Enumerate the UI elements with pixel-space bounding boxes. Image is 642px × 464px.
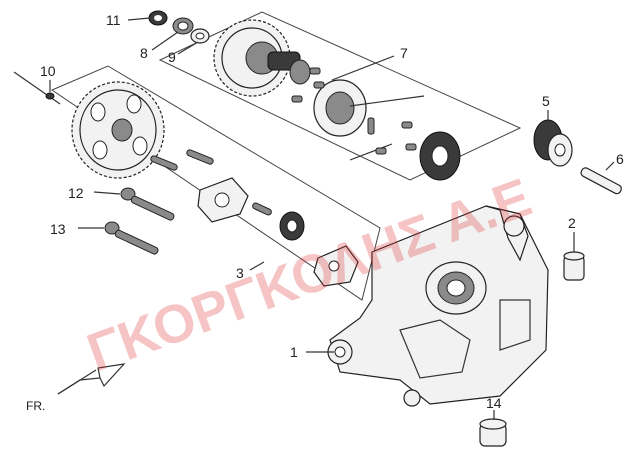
driven-gear [71, 81, 165, 179]
label-3: 3 [236, 265, 244, 281]
label-14: 14 [486, 395, 502, 411]
label-5: 5 [542, 93, 550, 109]
label-1: 1 [290, 344, 298, 360]
bolt-13 [104, 221, 159, 255]
leader-11 [127, 17, 151, 21]
shaft-6 [580, 167, 622, 195]
crankcase-1 [327, 205, 549, 407]
direction-label: FR. [26, 399, 45, 413]
label-9: 9 [168, 49, 176, 65]
assembly-box-7 [158, 11, 522, 181]
leader-7 [331, 55, 395, 81]
label-12: 12 [68, 185, 84, 201]
washer-9 [190, 28, 210, 44]
front-arrow-icon [57, 363, 126, 395]
leader-9 [177, 41, 199, 55]
label-10: 10 [40, 63, 56, 79]
label-2: 2 [568, 215, 576, 231]
label-13: 13 [50, 221, 66, 237]
leader-6 [605, 161, 615, 171]
leader-8 [151, 31, 179, 51]
assembly-box-3 [50, 65, 381, 301]
label-11: 11 [106, 12, 121, 28]
pin-10 [13, 71, 61, 105]
oil-pump-assembly-3 [150, 149, 359, 287]
bolt-12 [120, 187, 175, 221]
bearing-8 [172, 17, 194, 35]
label-6: 6 [616, 151, 624, 167]
label-8: 8 [140, 45, 148, 61]
oil-seal-11 [148, 10, 168, 26]
gear-5 [533, 119, 573, 167]
leader-3 [249, 261, 265, 271]
leader-12 [93, 191, 121, 195]
label-7: 7 [400, 45, 408, 61]
dowel-2 [563, 251, 585, 281]
starter-clutch-assembly-7 [213, 19, 461, 181]
dowel-14 [479, 418, 507, 447]
